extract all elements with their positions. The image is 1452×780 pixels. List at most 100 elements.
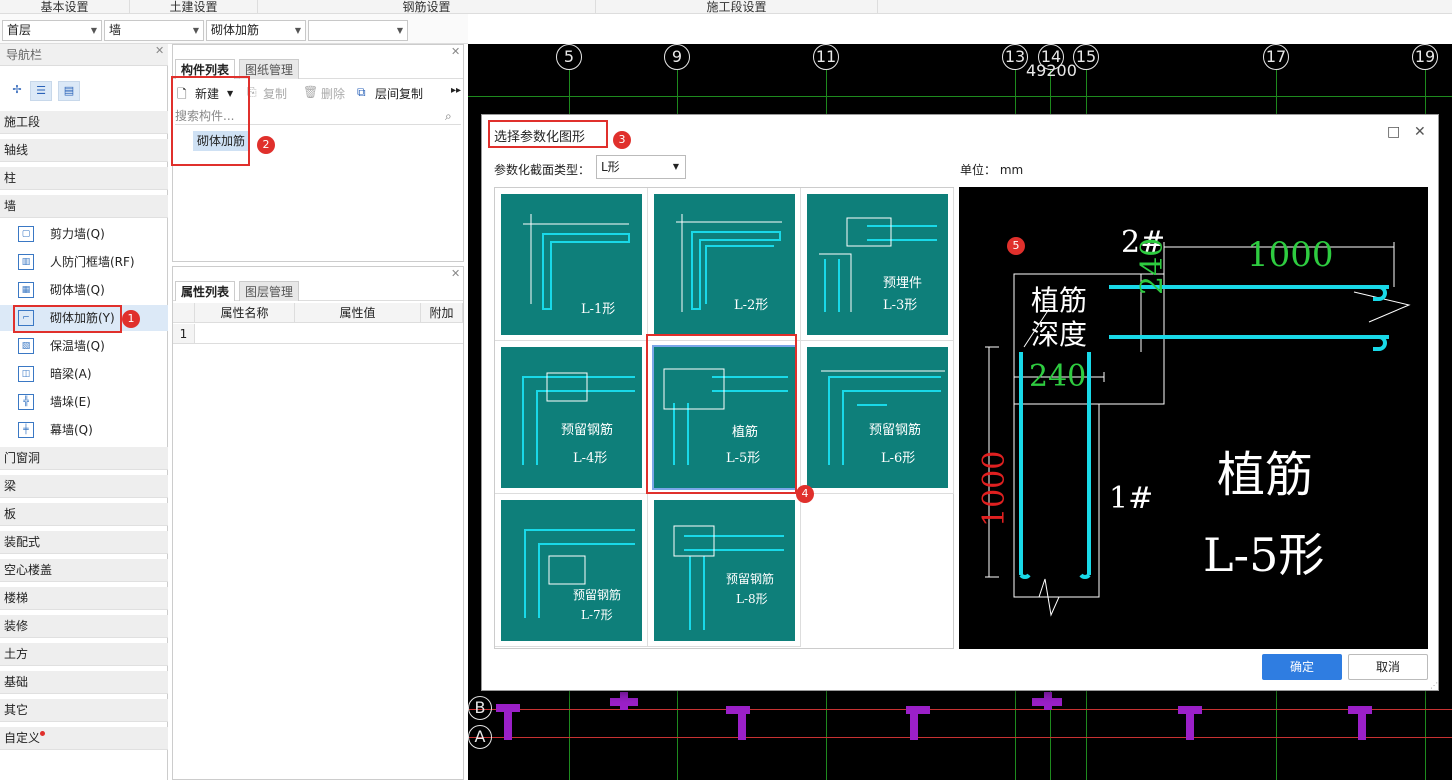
nav-item-label: 保温墙(Q) xyxy=(50,339,105,353)
tab-drawing-management[interactable]: 图纸管理 xyxy=(239,59,300,79)
tab-component-list[interactable]: 构件列表 xyxy=(175,59,236,79)
nav-item-label: 人防门框墙(RF) xyxy=(50,255,135,269)
nav-item-label: 幕墙(Q) xyxy=(50,423,93,437)
selector-bar: 首层 ▼ 墙▼ 砌体加筋▼ ▼ xyxy=(0,14,468,44)
rebar-diagram-icon xyxy=(673,525,784,630)
nav-category-foundation[interactable]: 基础 xyxy=(0,671,168,694)
nav-category-wall[interactable]: 墙 xyxy=(0,195,168,218)
new-file-icon[interactable]: 🗋 xyxy=(177,87,187,101)
delete-button[interactable]: 删除 xyxy=(321,87,346,101)
shape-option-l4[interactable]: 预留钢筋 L-4形 xyxy=(495,341,648,494)
nav-category-slab[interactable]: 板 xyxy=(0,503,168,526)
close-icon[interactable]: ✕ xyxy=(451,45,461,58)
more-icon[interactable]: ▸▸ xyxy=(451,85,462,96)
shape-option-l3[interactable]: 预埋件 L-3形 xyxy=(801,188,954,341)
shape-thumbnail: 预留钢筋 L-8形 xyxy=(654,500,795,641)
menu-rebar-settings[interactable]: 钢筋设置 xyxy=(258,0,596,14)
component-select[interactable]: 砌体加筋▼ xyxy=(206,20,306,41)
shape-option-l1[interactable]: L-1形 xyxy=(495,188,648,341)
grid-line xyxy=(468,96,1452,97)
nav-category-prefab[interactable]: 装配式 xyxy=(0,531,168,554)
nav-category-hollow-floor[interactable]: 空心楼盖 xyxy=(0,559,168,582)
nav-category-stairs[interactable]: 楼梯 xyxy=(0,587,168,610)
nav-category-beam[interactable]: 梁 xyxy=(0,475,168,498)
new-button[interactable]: 新建 xyxy=(195,87,220,101)
component-item[interactable]: 砌体加筋 xyxy=(193,131,249,151)
annotation-box-1 xyxy=(13,305,122,333)
nav-category-decoration[interactable]: 装修 xyxy=(0,615,168,638)
chevron-down-icon: ▼ xyxy=(672,162,679,171)
shape-grid: L-1形 L-2形 预埋件 L-3形 预留钢筋 L-4形 xyxy=(494,187,954,649)
parametric-shape-dialog: 选择参数化图形 □ ✕ 参数化截面类型： L形▼ 单位： mm L-1形 L-2… xyxy=(481,114,1439,691)
copy-icon: ⎘ xyxy=(247,85,257,99)
tab-property-list[interactable]: 属性列表 xyxy=(175,281,236,301)
ok-button[interactable]: 确定 xyxy=(1262,654,1342,680)
menu-basic-settings[interactable]: 基本设置 xyxy=(0,0,130,14)
chevron-down-icon: ▼ xyxy=(192,26,199,35)
detail-view-icon[interactable]: ▤ xyxy=(58,81,80,101)
nav-category-column[interactable]: 柱 xyxy=(0,167,168,190)
nav-item-masonry-wall[interactable]: ▦砌体墙(Q) xyxy=(0,277,168,303)
close-icon[interactable]: ✕ xyxy=(451,267,461,280)
extra-select[interactable]: ▼ xyxy=(308,20,408,41)
shape-label: L-3形 xyxy=(883,298,918,313)
axis-bubble: B xyxy=(468,696,492,720)
column-shape xyxy=(1358,706,1366,740)
cancel-button[interactable]: 取消 xyxy=(1348,654,1428,680)
menu-construction-settings[interactable]: 施工段设置 xyxy=(596,0,878,14)
shape-label: L-2形 xyxy=(734,298,769,313)
floor-copy-button[interactable]: 层间复制 xyxy=(375,87,424,101)
floor-select-value: 首层 xyxy=(7,23,32,37)
shape-option-l2[interactable]: L-2形 xyxy=(648,188,801,341)
nav-item-curtain-wall[interactable]: ╪幕墙(Q) xyxy=(0,417,168,443)
shape-thumbnail: 预留钢筋 L-4形 xyxy=(501,347,642,488)
table-row[interactable] xyxy=(195,324,463,344)
shape-thumbnail: 预埋件 L-3形 xyxy=(807,194,948,335)
pin-icon[interactable]: ✢ xyxy=(12,83,22,96)
shape-option-l7[interactable]: 预留钢筋 L-7形 xyxy=(495,494,648,647)
close-icon[interactable]: ✕ xyxy=(155,44,165,57)
section-type-select[interactable]: L形▼ xyxy=(596,155,686,179)
shape-label: 预留钢筋 xyxy=(869,423,922,438)
nav-item-masonry-reinforcement[interactable]: ⌐砌体加筋(Y) xyxy=(0,305,168,331)
search-input[interactable]: 搜索构件... xyxy=(175,107,461,125)
nav-item-wall-pier[interactable]: ╬墙垛(E) xyxy=(0,389,168,415)
nav-category-custom[interactable]: 自定义 xyxy=(0,727,168,750)
preview-name-1: 植筋 xyxy=(1217,447,1314,503)
copy-button[interactable]: 复制 xyxy=(263,87,288,101)
axis-bubble: 11 xyxy=(813,44,839,70)
list-view-icon[interactable]: ☰ xyxy=(30,81,52,101)
maximize-icon[interactable]: □ xyxy=(1387,124,1401,140)
nav-category-axis[interactable]: 轴线 xyxy=(0,139,168,162)
shape-label: L-4形 xyxy=(573,451,608,466)
shape-option-l5[interactable]: 植筋 L-5形 xyxy=(648,341,801,494)
nav-item-insulation-wall[interactable]: ▧保温墙(Q) xyxy=(0,333,168,359)
shape-option-l8[interactable]: 预留钢筋 L-8形 xyxy=(648,494,801,647)
shape-label: 预留钢筋 xyxy=(561,423,614,438)
nav-item-hidden-beam[interactable]: ◫暗梁(A) xyxy=(0,361,168,387)
component-toolbar: 🗋 新建 ▼ ⎘ 复制 🗑 删除 ⧉ 层间复制 ▸▸ xyxy=(173,81,463,105)
close-icon[interactable]: ✕ xyxy=(1414,124,1426,140)
nav-item-civil-defense-wall[interactable]: ▥人防门框墙(RF) xyxy=(0,249,168,275)
chevron-down-icon: ▼ xyxy=(90,26,97,35)
nav-item-shear-wall[interactable]: ▢剪力墙(Q) xyxy=(0,221,168,247)
floor-select[interactable]: 首层 ▼ xyxy=(2,20,102,41)
nav-category-construction-stage[interactable]: 施工段 xyxy=(0,111,168,134)
nav-item-label: 墙垛(E) xyxy=(50,395,91,409)
nav-category-other[interactable]: 其它 xyxy=(0,699,168,722)
navigation-panel: 导航栏 ✕ ✢ ☰ ▤ 施工段 轴线 柱 墙 ▢剪力墙(Q) ▥人防门框墙(RF… xyxy=(0,44,168,780)
chevron-down-icon[interactable]: ▼ xyxy=(227,89,234,98)
resize-grip-icon[interactable]: ⋰ xyxy=(1430,681,1438,690)
nav-category-door-window[interactable]: 门窗洞 xyxy=(0,447,168,470)
annotation-badge-4: 4 xyxy=(796,485,814,503)
menu-civil-settings[interactable]: 土建设置 xyxy=(130,0,258,14)
category-select[interactable]: 墙▼ xyxy=(104,20,204,41)
rebar-diagram-icon xyxy=(522,372,635,465)
tab-layer-management[interactable]: 图层管理 xyxy=(239,281,300,301)
shape-label: L-7形 xyxy=(581,608,613,622)
shape-label: L-5形 xyxy=(726,451,761,466)
shape-option-l6[interactable]: 预留钢筋 L-6形 xyxy=(801,341,954,494)
rebar-diagram-icon xyxy=(819,217,937,312)
nav-category-earthwork[interactable]: 土方 xyxy=(0,643,168,666)
shape-thumbnail: 预留钢筋 L-6形 xyxy=(807,347,948,488)
